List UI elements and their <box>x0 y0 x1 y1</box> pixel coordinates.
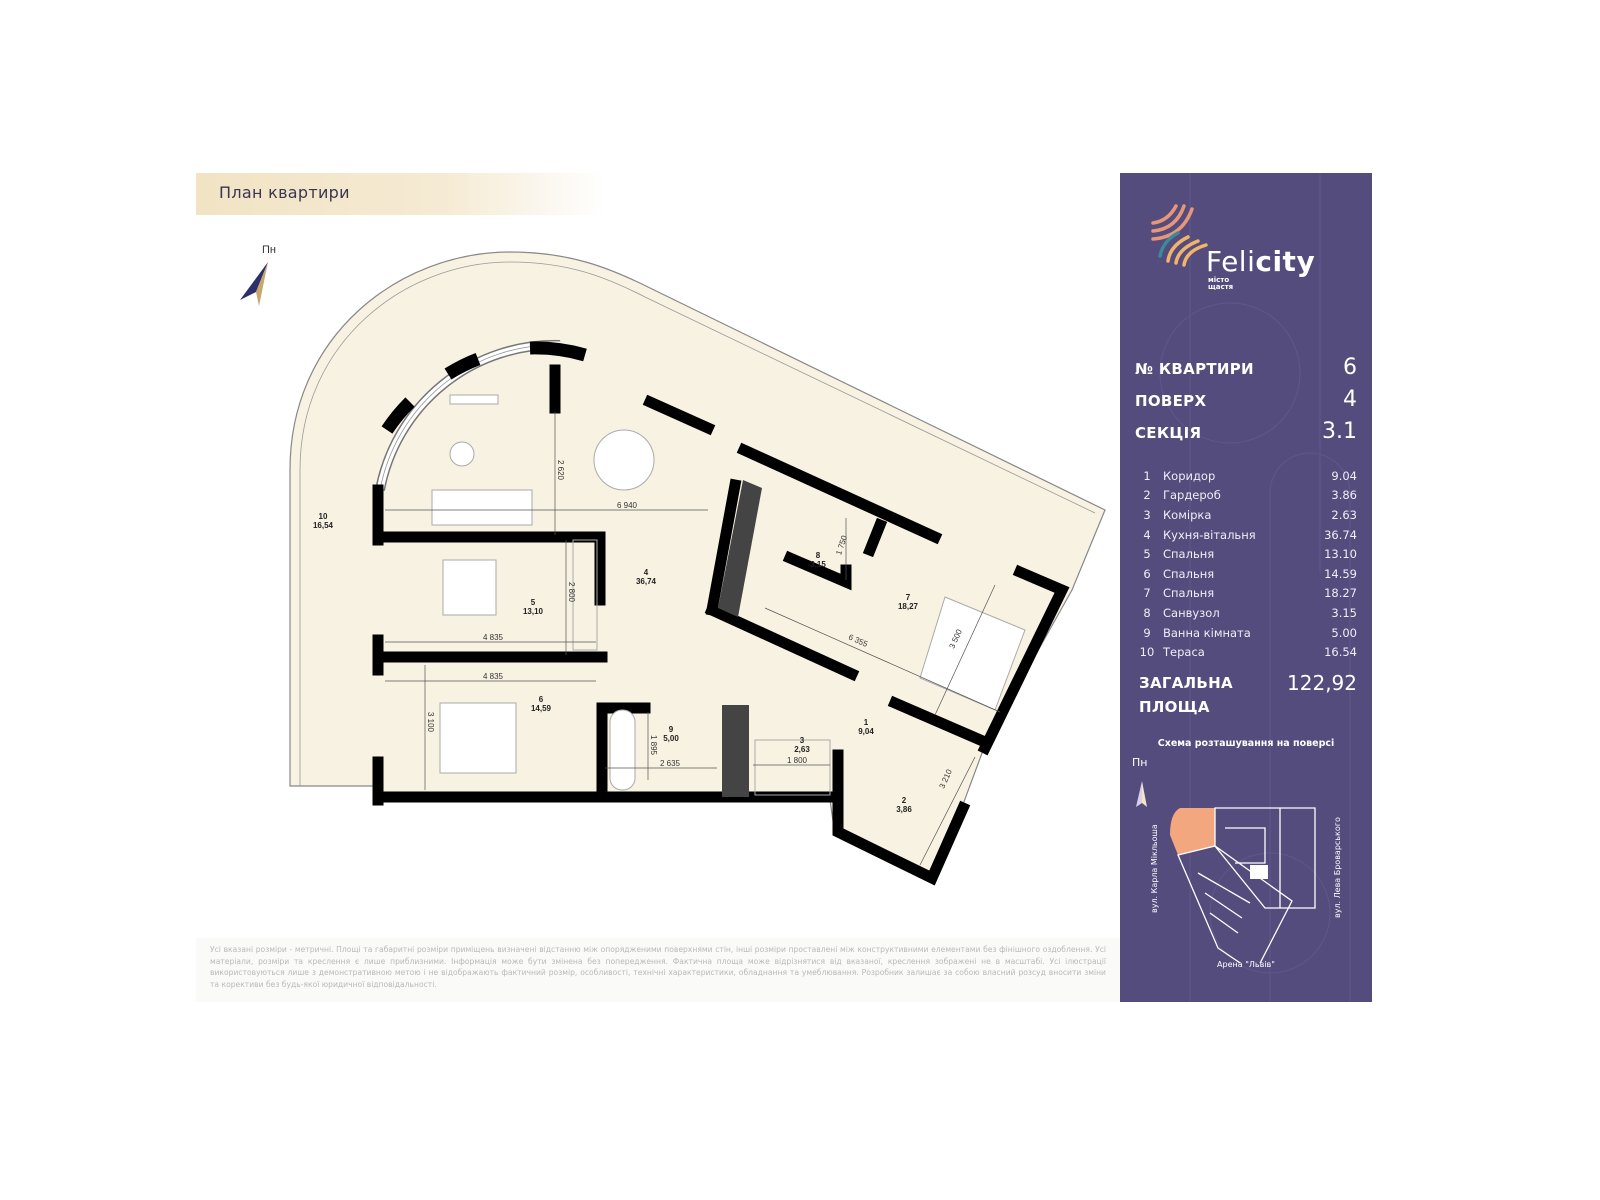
room-label-8: 83,15 <box>810 551 826 569</box>
felicity-logo-icon <box>1151 204 1208 267</box>
room-label-9: 95,00 <box>663 725 679 743</box>
north-label: Пн <box>262 244 276 256</box>
svg-text:36,74: 36,74 <box>636 577 657 586</box>
dim-1800: 1 800 <box>787 756 808 765</box>
north-arrow-small-icon <box>1136 781 1142 807</box>
room-label-4: 436,74 <box>636 568 657 586</box>
floor-plan: Пн <box>240 244 1106 886</box>
shaft <box>722 705 749 797</box>
total-area: ЗАГАЛЬНА ПЛОЩА 122,92 <box>1139 671 1357 716</box>
street-right-label: вул. Лева Броварського <box>1333 817 1342 918</box>
svg-text:9: 9 <box>669 725 674 734</box>
svg-text:10: 10 <box>319 512 328 521</box>
walls <box>372 364 1070 886</box>
dim-2800: 2 800 <box>567 582 576 603</box>
svg-text:2,63: 2,63 <box>794 745 810 754</box>
disclaimer-text: Усі вказані розміри - метричні. Площі та… <box>210 945 1106 989</box>
dim-1895: 1 895 <box>649 735 658 756</box>
room-label-3: 32,63 <box>794 736 810 754</box>
svg-text:9,04: 9,04 <box>858 727 874 736</box>
svg-text:16,54: 16,54 <box>313 521 334 530</box>
room-label-6: 614,59 <box>531 695 552 713</box>
room-label-5: 513,10 <box>523 598 544 616</box>
panel-decoration <box>1159 173 1351 1002</box>
disclaimer: Усі вказані розміри - метричні. Площі та… <box>196 938 1120 1002</box>
room-label-1: 19,04 <box>858 718 874 736</box>
plan-title: План квартири <box>219 183 350 202</box>
room-label-2: 23,86 <box>896 796 912 814</box>
room-label-7: 718,27 <box>898 593 919 611</box>
svg-text:4: 4 <box>644 568 649 577</box>
dim-4835-b: 4 835 <box>483 672 504 681</box>
svg-text:3,15: 3,15 <box>810 560 826 569</box>
plan-header: План квартири <box>196 173 606 215</box>
north-arrow-icon <box>240 262 268 306</box>
svg-text:5: 5 <box>531 598 536 607</box>
street-left-label: вул. Карла Мікльоша <box>1150 824 1159 913</box>
dimension-lines <box>385 412 1001 866</box>
svg-text:2: 2 <box>902 796 907 805</box>
svg-text:7: 7 <box>906 593 911 602</box>
column <box>718 480 762 617</box>
dim-4835-a: 4 835 <box>483 633 504 642</box>
dim-3100: 3 100 <box>426 712 435 733</box>
furniture <box>431 394 1026 796</box>
svg-text:18,27: 18,27 <box>898 602 919 611</box>
brand-name: Felicity <box>1206 245 1316 278</box>
svg-text:8: 8 <box>816 551 821 560</box>
svg-text:3: 3 <box>800 736 805 745</box>
curved-wall <box>375 339 587 491</box>
dim-6940: 6 940 <box>617 501 638 510</box>
floor-scheme-title: Схема розташування на поверсі <box>1157 738 1335 749</box>
svg-text:3,86: 3,86 <box>896 805 912 814</box>
dim-2635: 2 635 <box>660 759 681 768</box>
arena-label: Арена "Львів" <box>1217 960 1275 969</box>
svg-text:14,59: 14,59 <box>531 704 552 713</box>
scheme-north-label: Пн <box>1132 756 1148 769</box>
dim-2620: 2 620 <box>556 460 565 481</box>
svg-text:1: 1 <box>864 718 869 727</box>
svg-text:13,10: 13,10 <box>523 607 544 616</box>
terrace-area <box>289 251 1106 881</box>
svg-text:5,00: 5,00 <box>663 734 679 743</box>
floor-scheme-map <box>1136 781 1316 963</box>
svg-text:6: 6 <box>539 695 544 704</box>
apartment-highlight <box>1170 808 1215 855</box>
